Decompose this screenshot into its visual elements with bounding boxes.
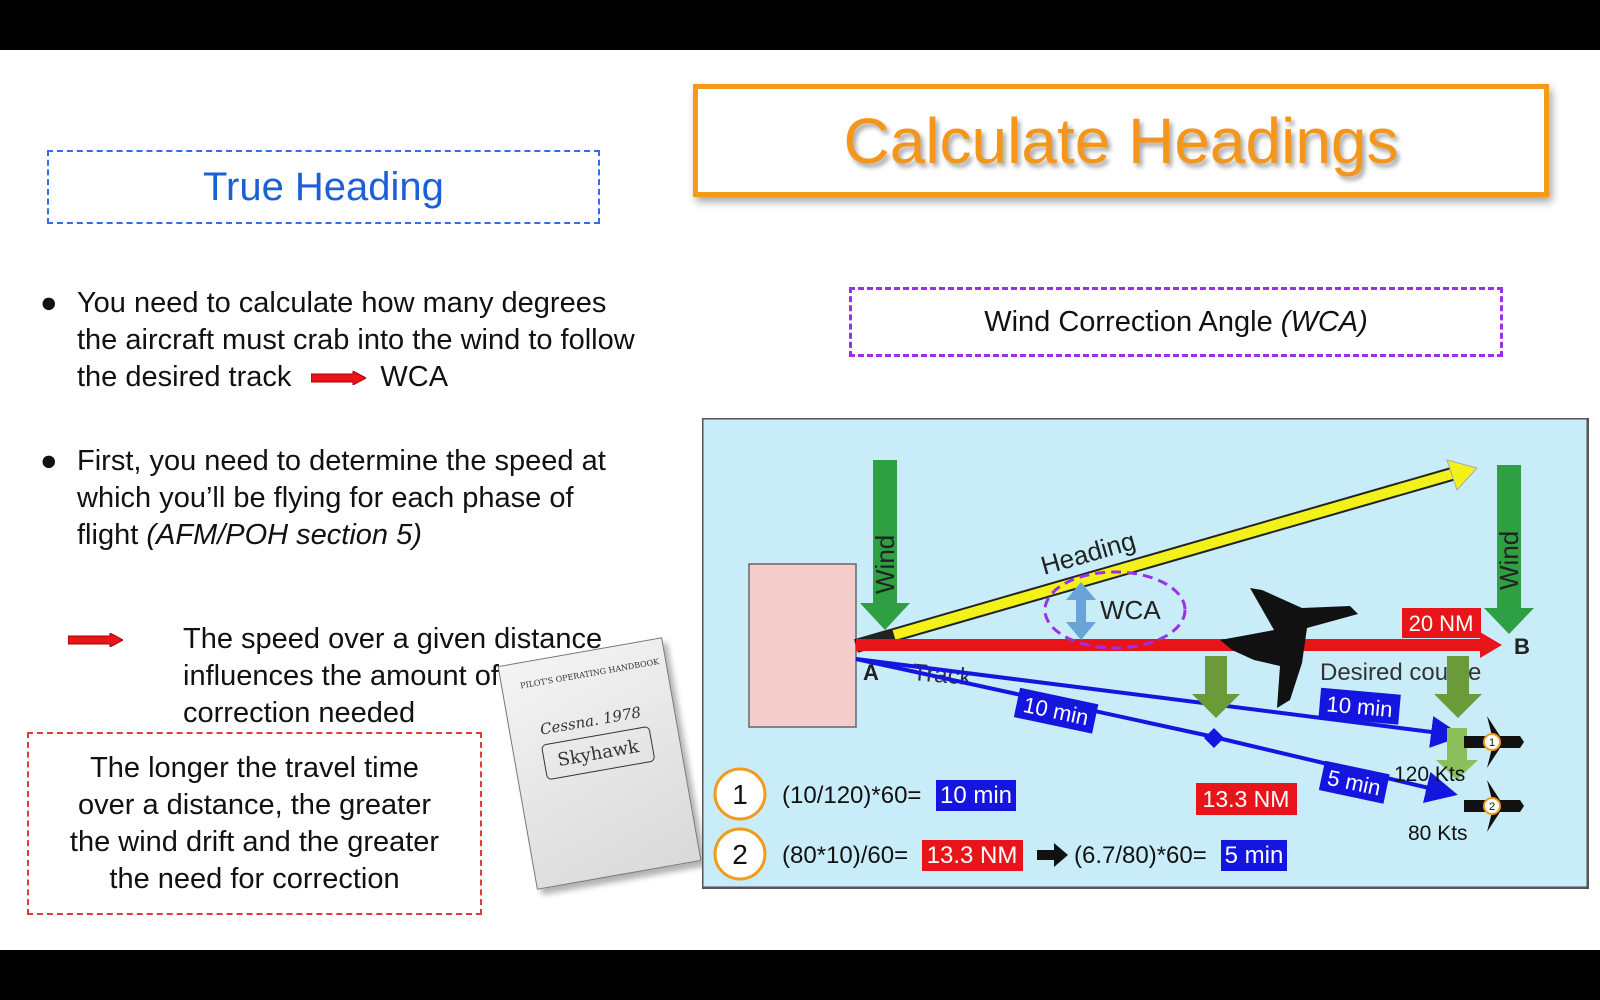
bullet-line: First, you need to determine the speed a…: [77, 445, 606, 477]
arrow-target: WCA: [380, 361, 449, 393]
wind-arrow-end1: [1447, 656, 1469, 696]
calc2-expression2: (6.7/80)*60=: [1074, 842, 1207, 869]
title-box: Calculate Headings: [693, 84, 1549, 197]
bullet-marker: ●: [40, 287, 58, 319]
aircraft1-marker-number: 1: [1489, 737, 1495, 749]
wind-arrow-left: [873, 460, 897, 605]
sub-bullet-line: influences the amount of: [183, 660, 499, 692]
airplane-icon: [1220, 588, 1358, 708]
distance-label: 20 NM: [1409, 611, 1474, 636]
leg1-line: [855, 657, 1463, 748]
track-arrowhead: [1480, 632, 1502, 658]
distance-badge: [1402, 608, 1481, 638]
track-line: [856, 639, 1481, 651]
wind-arrow-end2: [1447, 728, 1467, 768]
wca-arrow-up: [1066, 582, 1096, 600]
calc2-number: 2: [732, 839, 748, 870]
note-box: The longer the travel time over a distan…: [27, 732, 482, 915]
calc1-number: 1: [732, 779, 748, 810]
calc1-result: 10 min: [940, 782, 1012, 809]
aircraft2-marker-number: 2: [1489, 801, 1495, 813]
red-arrow-icon: [311, 371, 367, 386]
wca-definition-box: Wind Correction Angle (WCA): [849, 287, 1503, 357]
calc2-result-badge: [922, 840, 1023, 871]
heading-arrowhead: [1446, 459, 1478, 491]
bullet-line: flight: [77, 519, 147, 551]
calc2-result2: 5 min: [1225, 842, 1284, 869]
bullet-marker: ●: [40, 445, 58, 477]
wca-label: WCA: [1100, 595, 1161, 625]
wind-arrowhead-end1: [1434, 694, 1482, 718]
calc1-expression: (10/120)*60=: [782, 782, 921, 809]
wind-arrowhead-left: [860, 603, 910, 630]
origin-area: [748, 563, 857, 728]
heading-line: [892, 469, 1454, 640]
note-line: the need for correction: [109, 862, 400, 895]
calc1-result-badge: [936, 780, 1016, 811]
wca-ellipse: [1043, 570, 1187, 650]
wind-arrow-right: [1497, 465, 1521, 610]
wca-arrow-down: [1066, 622, 1096, 640]
wind-label-right: Wind: [1494, 531, 1524, 590]
arrow-right-icon: [1037, 843, 1068, 867]
slide: True Heading Calculate Headings Wind Cor…: [0, 50, 1600, 950]
bullet-line-italic: (AFM/POH section 5): [146, 519, 422, 551]
bullet-line: which you’ll be flying for each phase of: [77, 482, 574, 514]
note-line: over a distance, the greater: [77, 788, 432, 821]
point-b-label: B: [1514, 634, 1530, 659]
wind-label-left: Wind: [870, 535, 900, 594]
mid-distance-badge: [1196, 783, 1297, 815]
point-a-label: A: [863, 660, 879, 685]
page-title: Calculate Headings: [843, 104, 1399, 177]
leg-time-text: 10 min: [1326, 691, 1394, 722]
wca-label: Wind Correction Angle: [984, 305, 1273, 338]
wind-arrowhead-end2: [1436, 760, 1478, 780]
leg-time-label-b: 10 min: [1318, 687, 1401, 725]
speed2-label: 80 Kts: [1408, 822, 1468, 845]
red-arrow-icon: [68, 633, 123, 647]
wca-arrow-shaft: [1076, 598, 1086, 622]
bullet-line: the aircraft must crab into the wind to …: [77, 324, 635, 356]
mid-distance-label: 13.3 NM: [1203, 786, 1290, 812]
calc2-result: 13.3 NM: [927, 842, 1018, 869]
note-line: the wind drift and the greater: [69, 825, 440, 858]
section-heading: True Heading: [203, 164, 444, 209]
aircraft1-marker: [1483, 733, 1501, 751]
wind-arrowhead-right: [1484, 608, 1534, 634]
leg2-midpoint: [1204, 728, 1224, 748]
sub-bullet-line: The speed over a given distance: [183, 623, 603, 655]
wind-arrow-mid: [1205, 656, 1227, 696]
section-heading-box: True Heading: [47, 150, 600, 224]
calc2-number-circle: [713, 827, 767, 881]
calc2-expression: (80*10)/60=: [782, 842, 908, 869]
wca-abbr: (WCA): [1280, 305, 1368, 338]
note-line: The longer the travel time: [90, 751, 419, 784]
wind-arrowhead-mid: [1192, 694, 1240, 718]
calc1-number-circle: [713, 767, 767, 821]
speed1-label: 120 Kts: [1394, 763, 1465, 786]
aircraft2-marker: [1483, 797, 1501, 815]
bullet-line: You need to calculate how many degrees: [77, 287, 607, 319]
sub-bullet-line: correction needed: [183, 697, 416, 729]
poh-header: PILOT'S OPERATING HANDBOOK: [519, 657, 660, 691]
wind-correction-diagram: Heading B A Track Desired course 20 NM W…: [702, 418, 1589, 889]
bullet-line: the desired track: [77, 361, 292, 393]
calc2-result2-badge: [1221, 840, 1287, 871]
